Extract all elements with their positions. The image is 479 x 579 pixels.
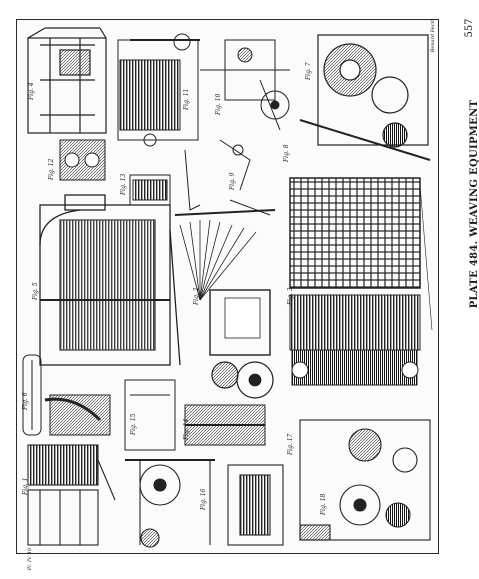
corner-mark: Pl. IV. 10 bbox=[27, 547, 33, 571]
fig-4-drawing bbox=[27, 27, 107, 134]
plate-title: PLATE 484. WEAVING EQUIPMENT bbox=[469, 99, 479, 309]
figure-label: Fig. 15 bbox=[130, 413, 137, 435]
figure-label: Fig. 2 bbox=[193, 287, 200, 305]
figure-label: Fig. 17 bbox=[287, 433, 294, 455]
fig-1-drawing bbox=[27, 444, 116, 546]
figure-label: Fig. 16 bbox=[200, 488, 207, 510]
figure-label: Fig. 7 bbox=[305, 62, 312, 80]
engraver-credit: Benard Fecit bbox=[430, 19, 436, 53]
fig-15-16-drawing bbox=[125, 459, 284, 548]
fig-3-drawing bbox=[289, 177, 433, 386]
figure-label: Fig. 10 bbox=[215, 93, 222, 115]
fig-9-drawing bbox=[219, 139, 271, 216]
fig-10-drawing bbox=[200, 39, 290, 131]
fig-5-drawing bbox=[39, 194, 181, 366]
fig-12-13-drawing bbox=[59, 139, 201, 211]
figure-label: Fig. 12 bbox=[48, 158, 55, 180]
figure-label: Fig. 5 bbox=[32, 282, 39, 300]
fig-6-drawing bbox=[22, 354, 111, 436]
figure-label: Fig. 13 bbox=[120, 173, 127, 195]
figure-label: Fig. 14 bbox=[183, 418, 190, 440]
figure-label: Fig. 18 bbox=[320, 493, 327, 515]
figure-label: Fig. 4 bbox=[28, 82, 35, 100]
figure-label: Fig. 11 bbox=[183, 88, 190, 110]
page-number: 557 bbox=[464, 18, 475, 38]
fig-17-18-drawing bbox=[299, 419, 431, 541]
figure-label: Fig. 1 bbox=[22, 477, 29, 495]
fig-7-drawing bbox=[299, 34, 431, 161]
fig-14-drawing bbox=[124, 379, 266, 451]
fig-2-drawing bbox=[174, 209, 276, 399]
figure-label: Fig. 6 bbox=[22, 392, 29, 410]
figure-label: Fig. 3 bbox=[287, 287, 294, 305]
fig-11-drawing bbox=[117, 33, 200, 147]
figure-label: Fig. 9 bbox=[229, 172, 236, 190]
figure-label: Fig. 8 bbox=[283, 144, 290, 162]
